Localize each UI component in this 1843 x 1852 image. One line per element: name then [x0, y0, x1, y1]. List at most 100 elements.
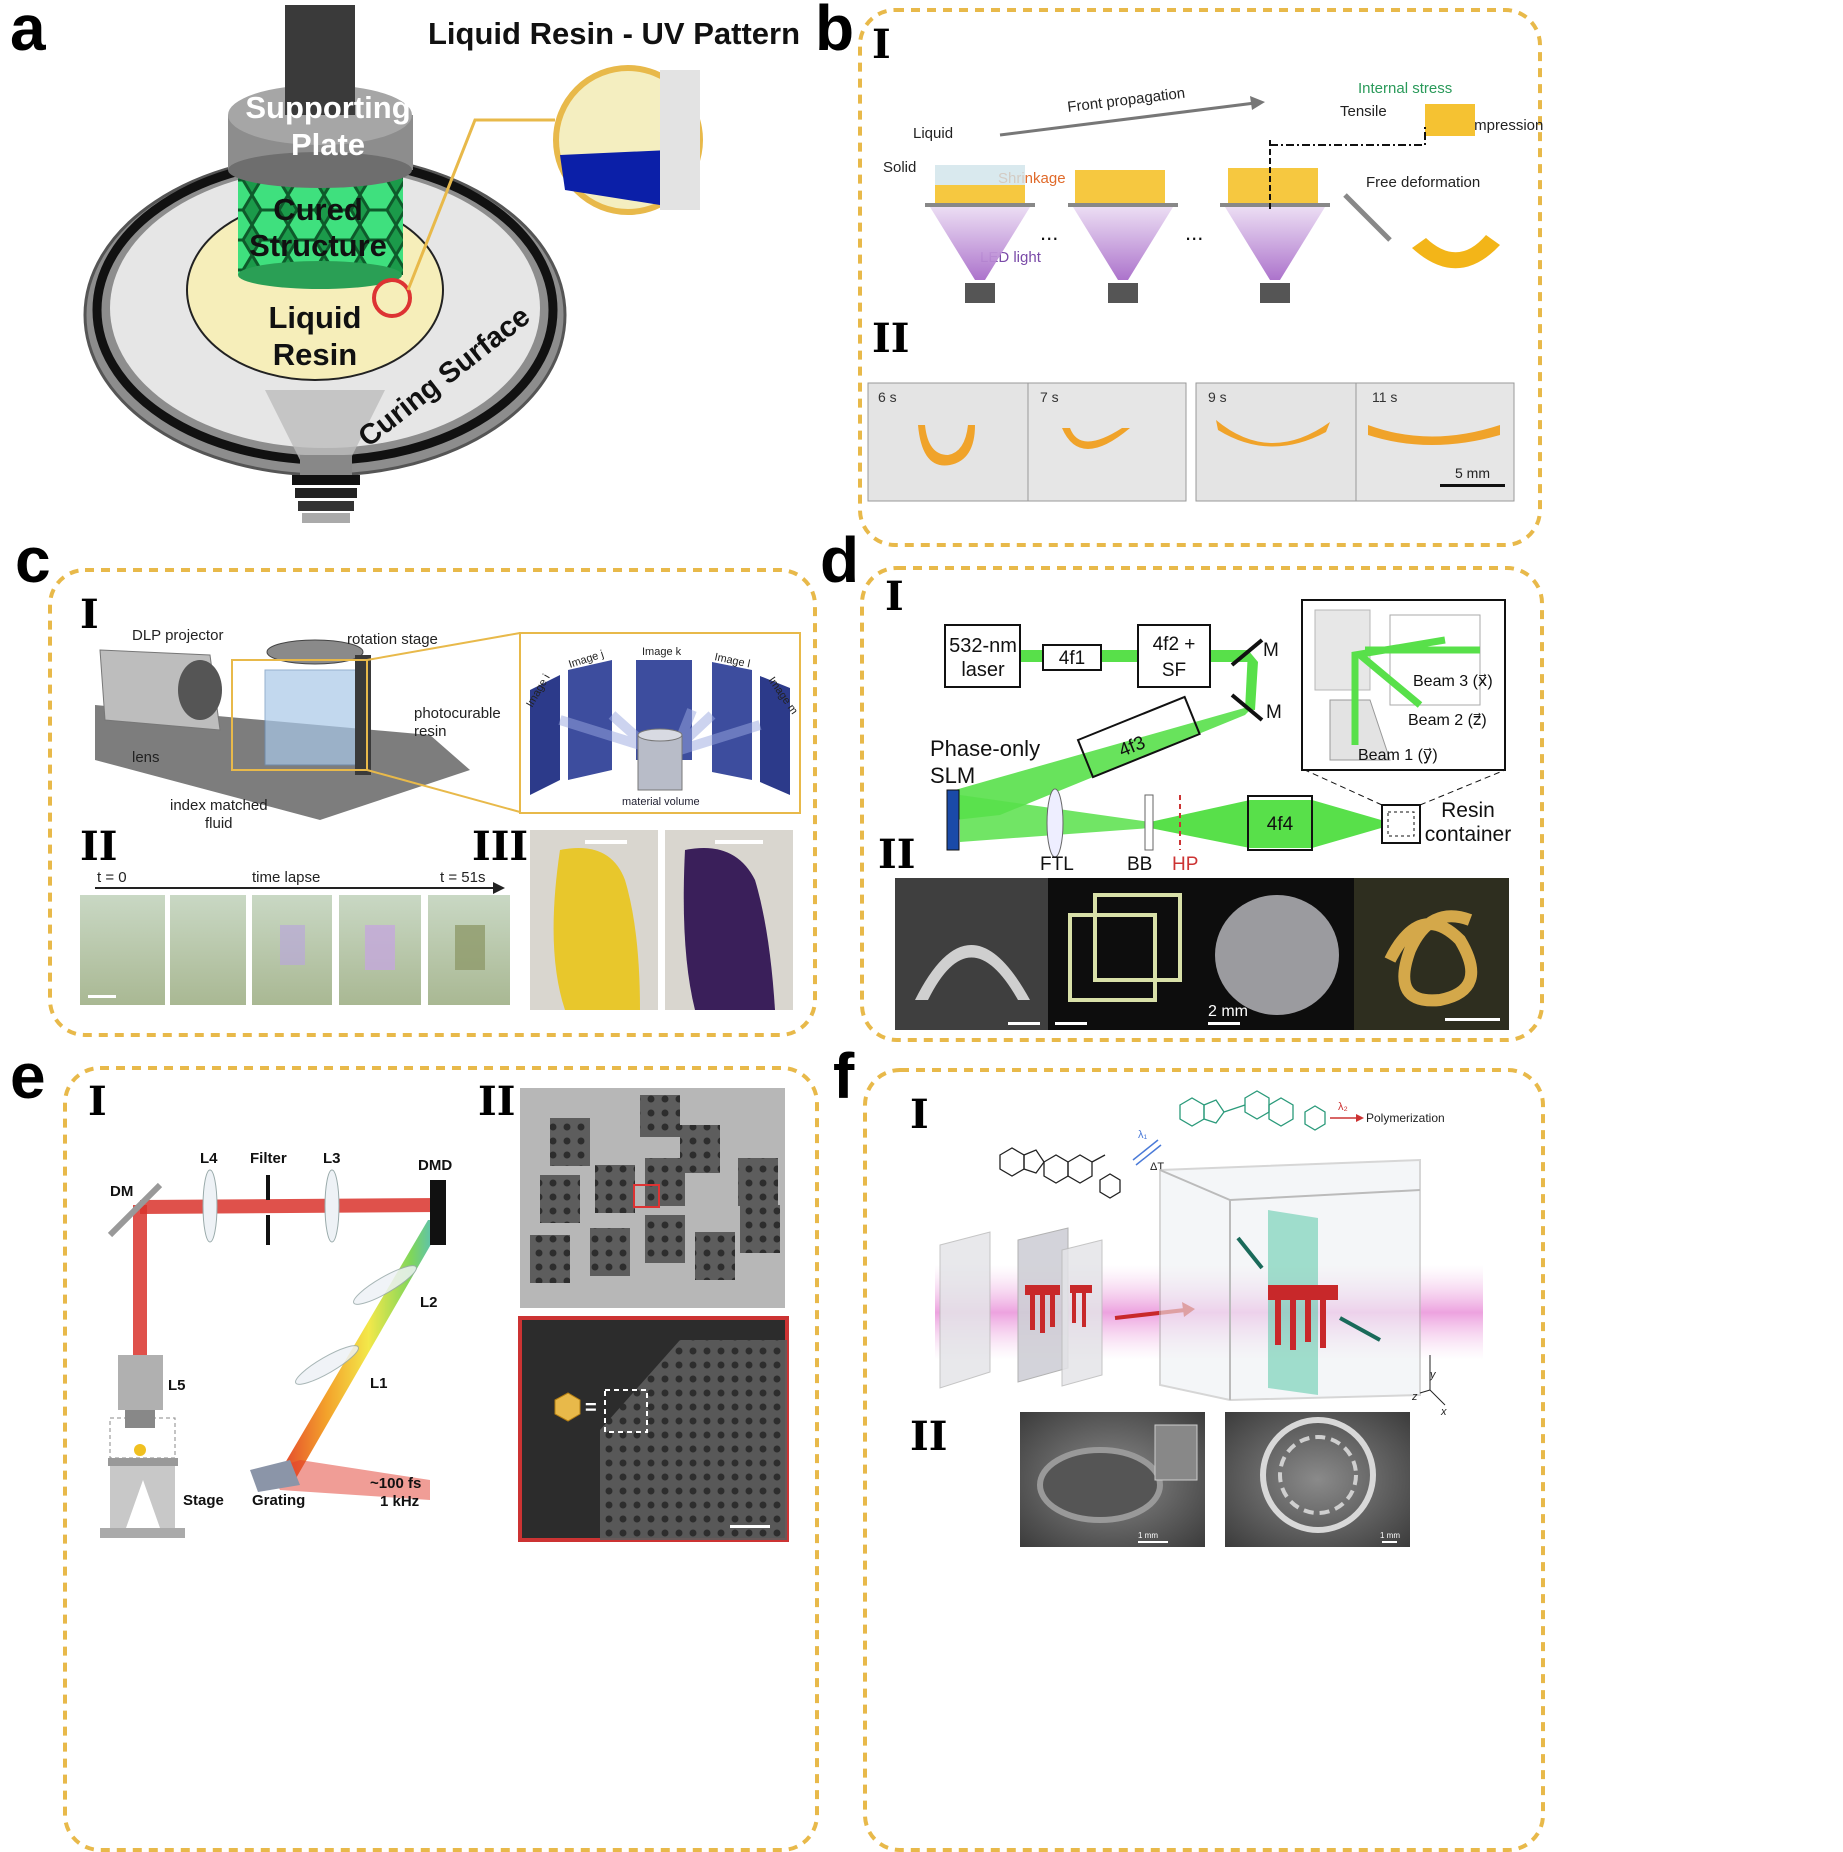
image-plane-i [530, 675, 560, 795]
red-beam-top [140, 1198, 440, 1214]
knot-print [1384, 910, 1478, 1007]
image-plane-j [568, 660, 612, 780]
blue-thinker [683, 848, 775, 1010]
filter-bottom [266, 1215, 270, 1245]
led-source [1108, 283, 1138, 303]
plate [925, 203, 1035, 207]
ellipsis-1: ... [1040, 220, 1058, 245]
photo-knot [1354, 878, 1509, 1030]
plate [1068, 203, 1178, 207]
stage-legs [110, 1466, 175, 1528]
cured-structure-label-2: Structure [249, 228, 387, 263]
slm-label-2: SLM [930, 763, 975, 788]
photocurable-resin-label-2: resin [414, 723, 447, 740]
scale-bar-label: 5 mm [1455, 465, 1490, 481]
panel-c-sub-III: III [472, 823, 528, 870]
lambda2-label: λ₂ [1338, 1101, 1348, 1113]
frame-label-3: 9 s [1208, 389, 1227, 405]
photocurable-resin-label-1: photocurable [414, 705, 501, 722]
l2-lens [353, 1265, 417, 1305]
objective-ring [298, 501, 354, 511]
beam-1 [1351, 636, 1446, 745]
free-deformation-label: Free deformation [1366, 174, 1480, 191]
filter-label: Filter [250, 1150, 287, 1167]
equilibrium-arrow-2 [1135, 1144, 1162, 1166]
led-source [965, 283, 995, 303]
material-volume-top [637, 728, 683, 742]
axis-x [1429, 1389, 1446, 1406]
panel-b: b I II Front propagation Internal stress… [815, 0, 1543, 547]
forming-object [280, 925, 305, 965]
lambda1-label: λ₁ [1138, 1129, 1148, 1141]
panel-a: a Liquid Resin - UV Pattern Supporting P… [10, 0, 800, 523]
zoom-box [231, 659, 368, 771]
scale-bar [1008, 1022, 1040, 1025]
lattice-print [1215, 895, 1339, 1015]
inset-column [1314, 609, 1371, 691]
time-arrowhead [493, 882, 505, 894]
filter-top [266, 1175, 270, 1200]
solid-layer [1228, 168, 1318, 203]
frame-label-2: 7 s [1040, 389, 1059, 405]
resin-container-label-2: container [1425, 823, 1511, 846]
ellipsis-2: ... [1185, 220, 1203, 245]
image-k-label: Image k [642, 646, 682, 658]
equilibrium-arrow-1 [1132, 1139, 1159, 1161]
sem-zoom-box [633, 1184, 660, 1208]
scale-bar [88, 995, 116, 998]
l3-label: L3 [323, 1150, 341, 1167]
grating [250, 1460, 300, 1492]
sample-6s [918, 425, 975, 466]
scale-bar [1440, 484, 1505, 487]
panel-b-sub-II: II [872, 315, 909, 362]
slm-label-1: Phase-only [930, 736, 1040, 761]
solid-label: Solid [883, 159, 916, 176]
ring-detail-inset [1154, 1424, 1198, 1481]
unit-cell-box [604, 1389, 648, 1433]
panel-d-sub-I: I [885, 573, 904, 620]
scale-bar [1445, 1018, 1500, 1021]
panel-b-border [858, 8, 1542, 547]
sample-7s [1062, 428, 1130, 449]
stage-label: Stage [183, 1492, 224, 1509]
led-cone [1225, 207, 1325, 280]
front-propagation-label: Front propagation [1066, 85, 1186, 116]
liquid-resin-label-1: Liquid [269, 300, 362, 335]
inset-leader-1 [1304, 769, 1383, 806]
panel-e-border [63, 1066, 819, 1852]
cube-print [1068, 913, 1157, 1002]
ring-structure [1037, 1447, 1163, 1523]
panel-e-sub-II: II [478, 1078, 515, 1125]
panel-f-border [863, 1068, 1545, 1852]
beam-mirror [1245, 650, 1258, 710]
l4-label: L4 [200, 1150, 218, 1167]
stage-2 [1068, 170, 1178, 303]
cuvette-frame-1 [80, 895, 165, 1005]
solid-layer [1075, 170, 1165, 203]
panel-e: e I II DM L4 Filter L3 DMD L2 L1 L5 Sta [10, 1040, 819, 1852]
beam-to-slm [955, 705, 1255, 820]
resin-container-inner [1387, 811, 1415, 837]
inset-cube [1389, 614, 1481, 706]
zoom-leader-line [406, 118, 555, 291]
yellow-thinker [553, 848, 640, 1010]
scale-bar [1382, 1541, 1397, 1543]
panel-d-sub-II: II [878, 831, 915, 878]
arch-print [915, 945, 1030, 1000]
4f4-box [1247, 795, 1313, 851]
stage-3 [1220, 125, 1426, 303]
dm-label: DM [110, 1183, 133, 1200]
panel-b-letter: b [815, 0, 854, 64]
deformed-shape [1412, 235, 1500, 269]
laser-box [944, 624, 1021, 688]
scale-bar [1208, 1022, 1240, 1025]
sem-pillars [530, 1095, 780, 1283]
l5-objective [118, 1355, 163, 1410]
image-plane-l [712, 662, 752, 780]
panel-f-letter: f [833, 1040, 855, 1112]
objective-ring [292, 475, 360, 485]
equals-sign: = [585, 1397, 597, 1419]
objective-tip [302, 513, 350, 523]
mirror-label-2: M [1266, 702, 1282, 723]
lens-label: lens [132, 749, 160, 766]
